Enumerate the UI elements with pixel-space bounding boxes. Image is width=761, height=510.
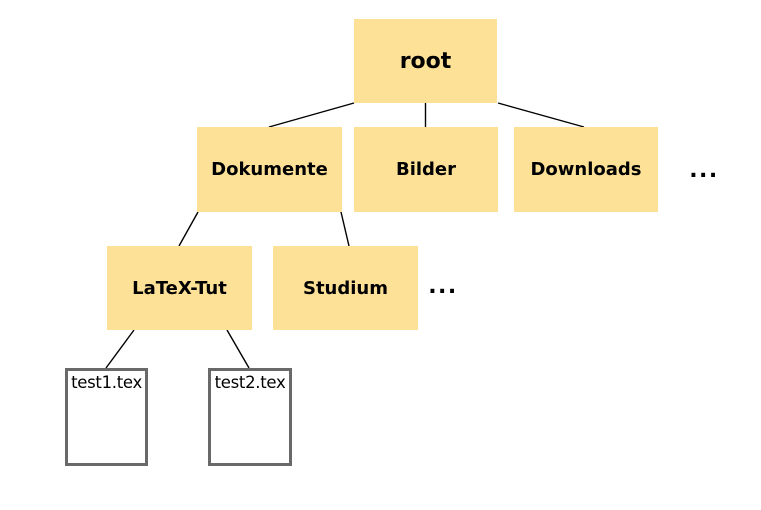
edge-root-downloads	[497, 102, 585, 128]
ellipsis-level-1: ...	[689, 157, 719, 183]
ellipsis-level-2: ...	[428, 273, 458, 299]
node-file-test2-tex: test2.tex	[208, 368, 292, 466]
node-bilder: Bilder	[354, 127, 498, 212]
node-file-test1-tex: test1.tex	[65, 368, 148, 466]
node-dokumente: Dokumente	[197, 127, 342, 212]
node-studium: Studium	[273, 246, 418, 330]
edge-dokumente-latex-tut	[178, 211, 199, 247]
node-latex-tut: LaTeX-Tut	[107, 246, 252, 330]
node-root: root	[354, 19, 497, 103]
node-downloads: Downloads	[514, 127, 658, 212]
edge-root-dokumente	[268, 102, 355, 128]
edge-dokumente-studium	[340, 211, 350, 247]
edge-latex-tut-test2	[226, 329, 250, 369]
edge-latex-tut-test1	[105, 329, 135, 369]
